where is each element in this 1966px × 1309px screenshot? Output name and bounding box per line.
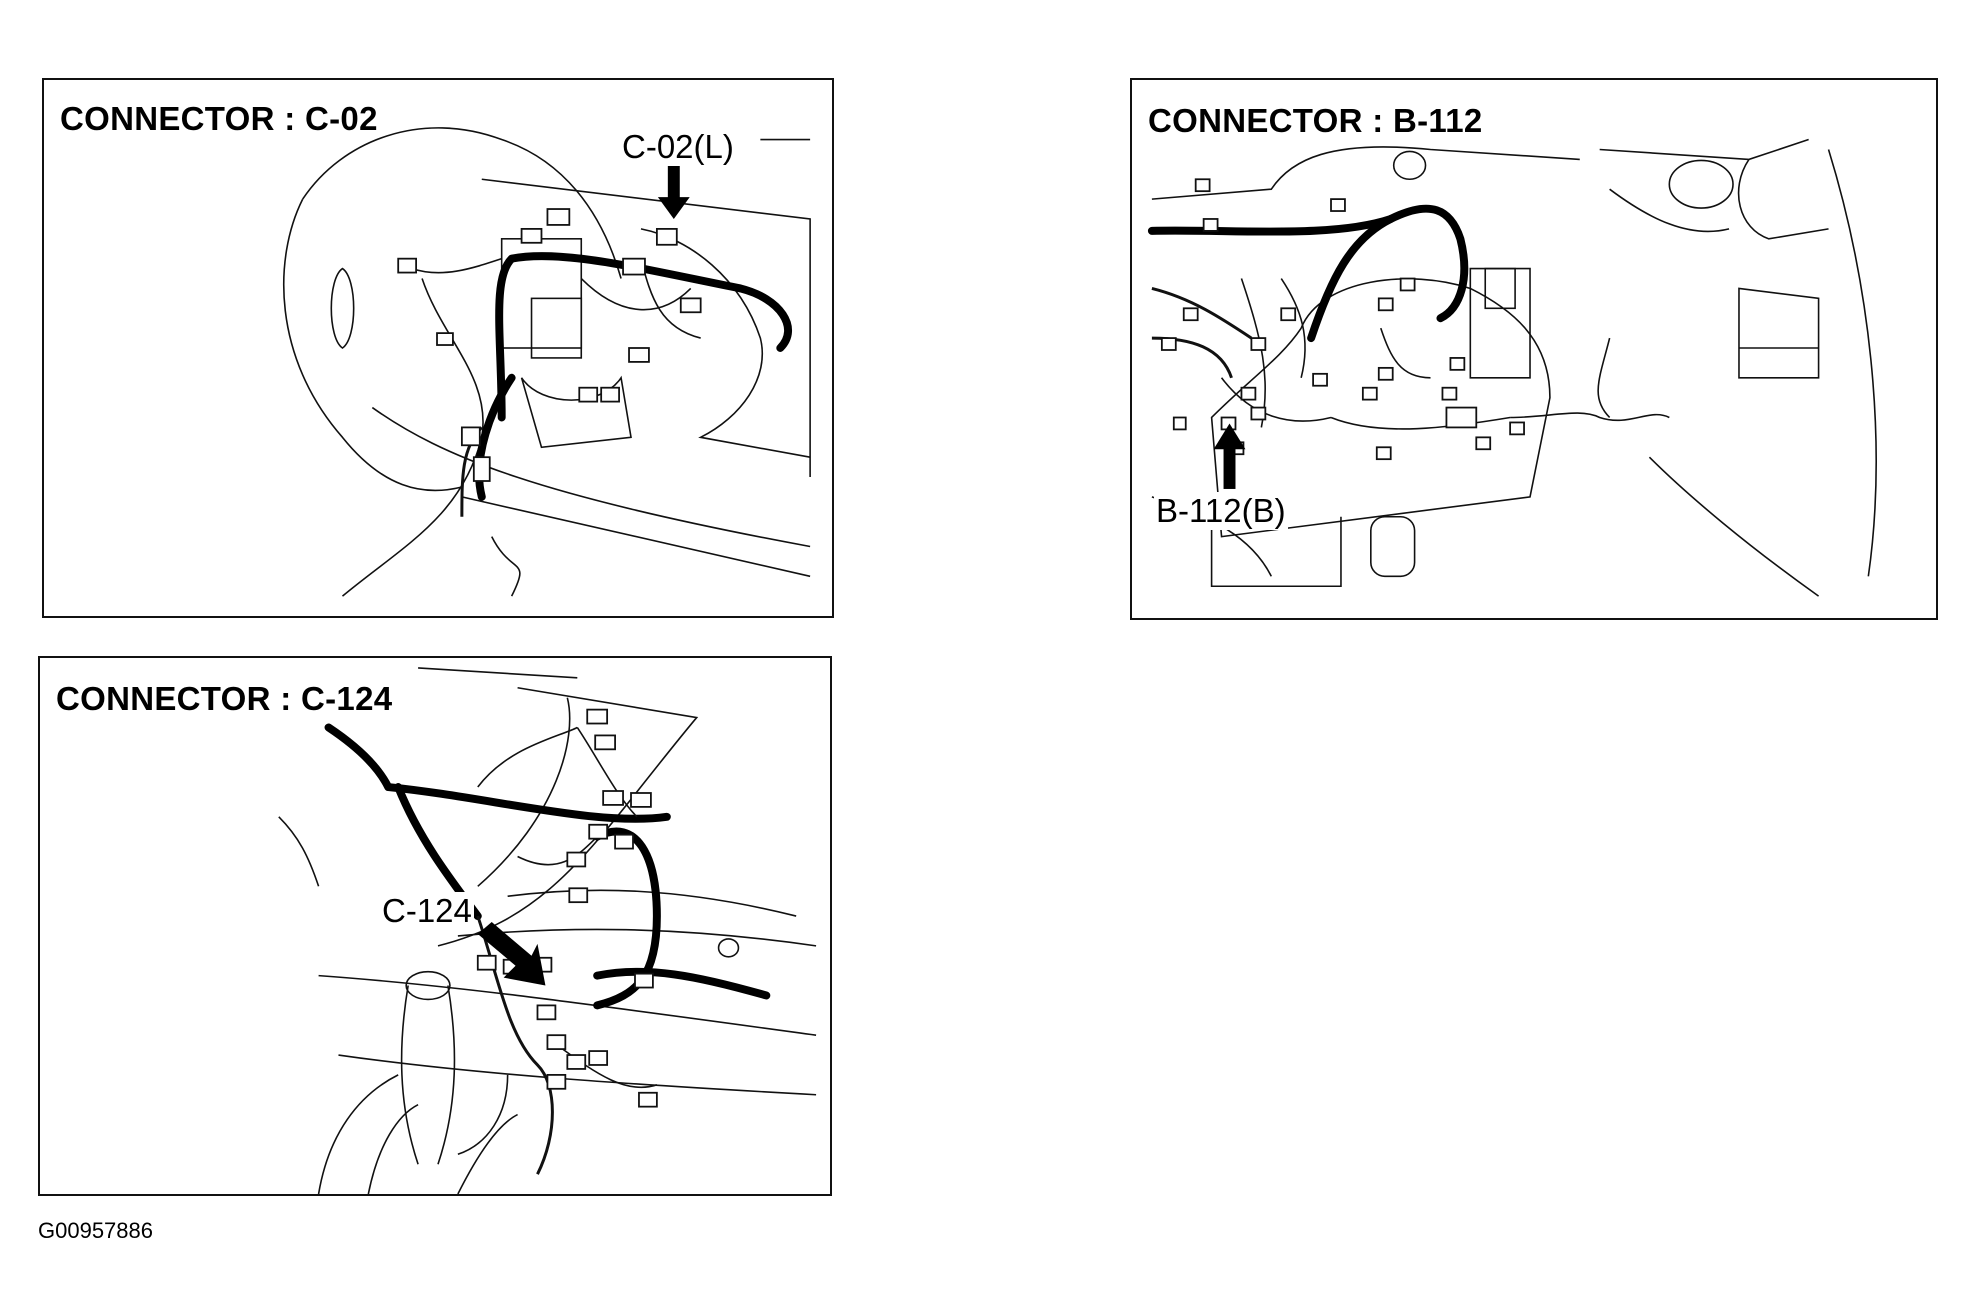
- panel-title: CONNECTOR : B-112: [1148, 102, 1483, 139]
- b112-engine-bay-illustration: [1147, 138, 1877, 597]
- panel-title: CONNECTOR : C-124: [56, 680, 393, 717]
- panel-connector-b112: CONNECTOR : B-112 B-112(B): [1130, 78, 1938, 620]
- c02-dashboard-illustration: [282, 127, 811, 597]
- connector-callout-label: C-02(L): [620, 128, 736, 166]
- connector-callout-label: C-124: [380, 892, 474, 930]
- panel-connector-c124: CONNECTOR : C-124 C-124: [38, 656, 832, 1196]
- panel-title: CONNECTOR : C-02: [60, 100, 378, 137]
- connector-callout-label: B-112(B): [1154, 492, 1288, 530]
- figure-id: G00957886: [38, 1218, 153, 1243]
- c124-console-illustration: [278, 667, 817, 1194]
- panel-connector-c02: CONNECTOR : C-02 C-02(L): [42, 78, 834, 618]
